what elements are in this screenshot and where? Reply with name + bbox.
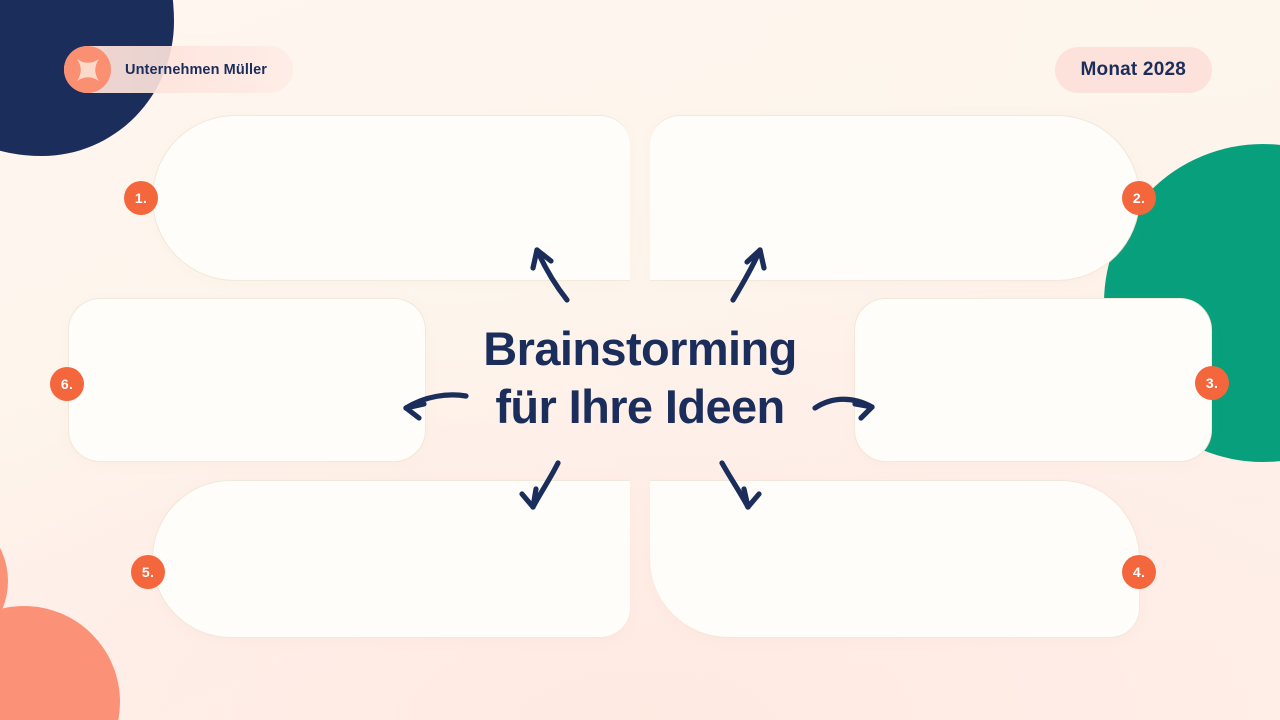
card-number-badge-4: 4. bbox=[1122, 555, 1156, 589]
note-card-6[interactable] bbox=[68, 298, 426, 462]
note-card-3[interactable] bbox=[854, 298, 1212, 462]
card-number-badge-1: 1. bbox=[124, 181, 158, 215]
date-label: Monat 2028 bbox=[1080, 59, 1186, 80]
card-number-badge-2: 2. bbox=[1122, 181, 1156, 215]
four-pointed-star-icon bbox=[64, 46, 111, 93]
note-card-1[interactable] bbox=[152, 115, 630, 281]
blob-coral-bottom-left-decoration bbox=[0, 498, 150, 720]
brand-name-label: Unternehmen Müller bbox=[125, 61, 267, 78]
note-card-4[interactable] bbox=[650, 480, 1140, 638]
note-card-5[interactable] bbox=[152, 480, 630, 638]
card-number-badge-3: 3. bbox=[1195, 366, 1229, 400]
date-badge[interactable]: Monat 2028 bbox=[1054, 47, 1212, 93]
brand-badge[interactable]: Unternehmen Müller bbox=[64, 46, 293, 93]
card-number-badge-5: 5. bbox=[131, 555, 165, 589]
card-number-badge-6: 6. bbox=[50, 367, 84, 401]
note-card-2[interactable] bbox=[650, 115, 1140, 281]
